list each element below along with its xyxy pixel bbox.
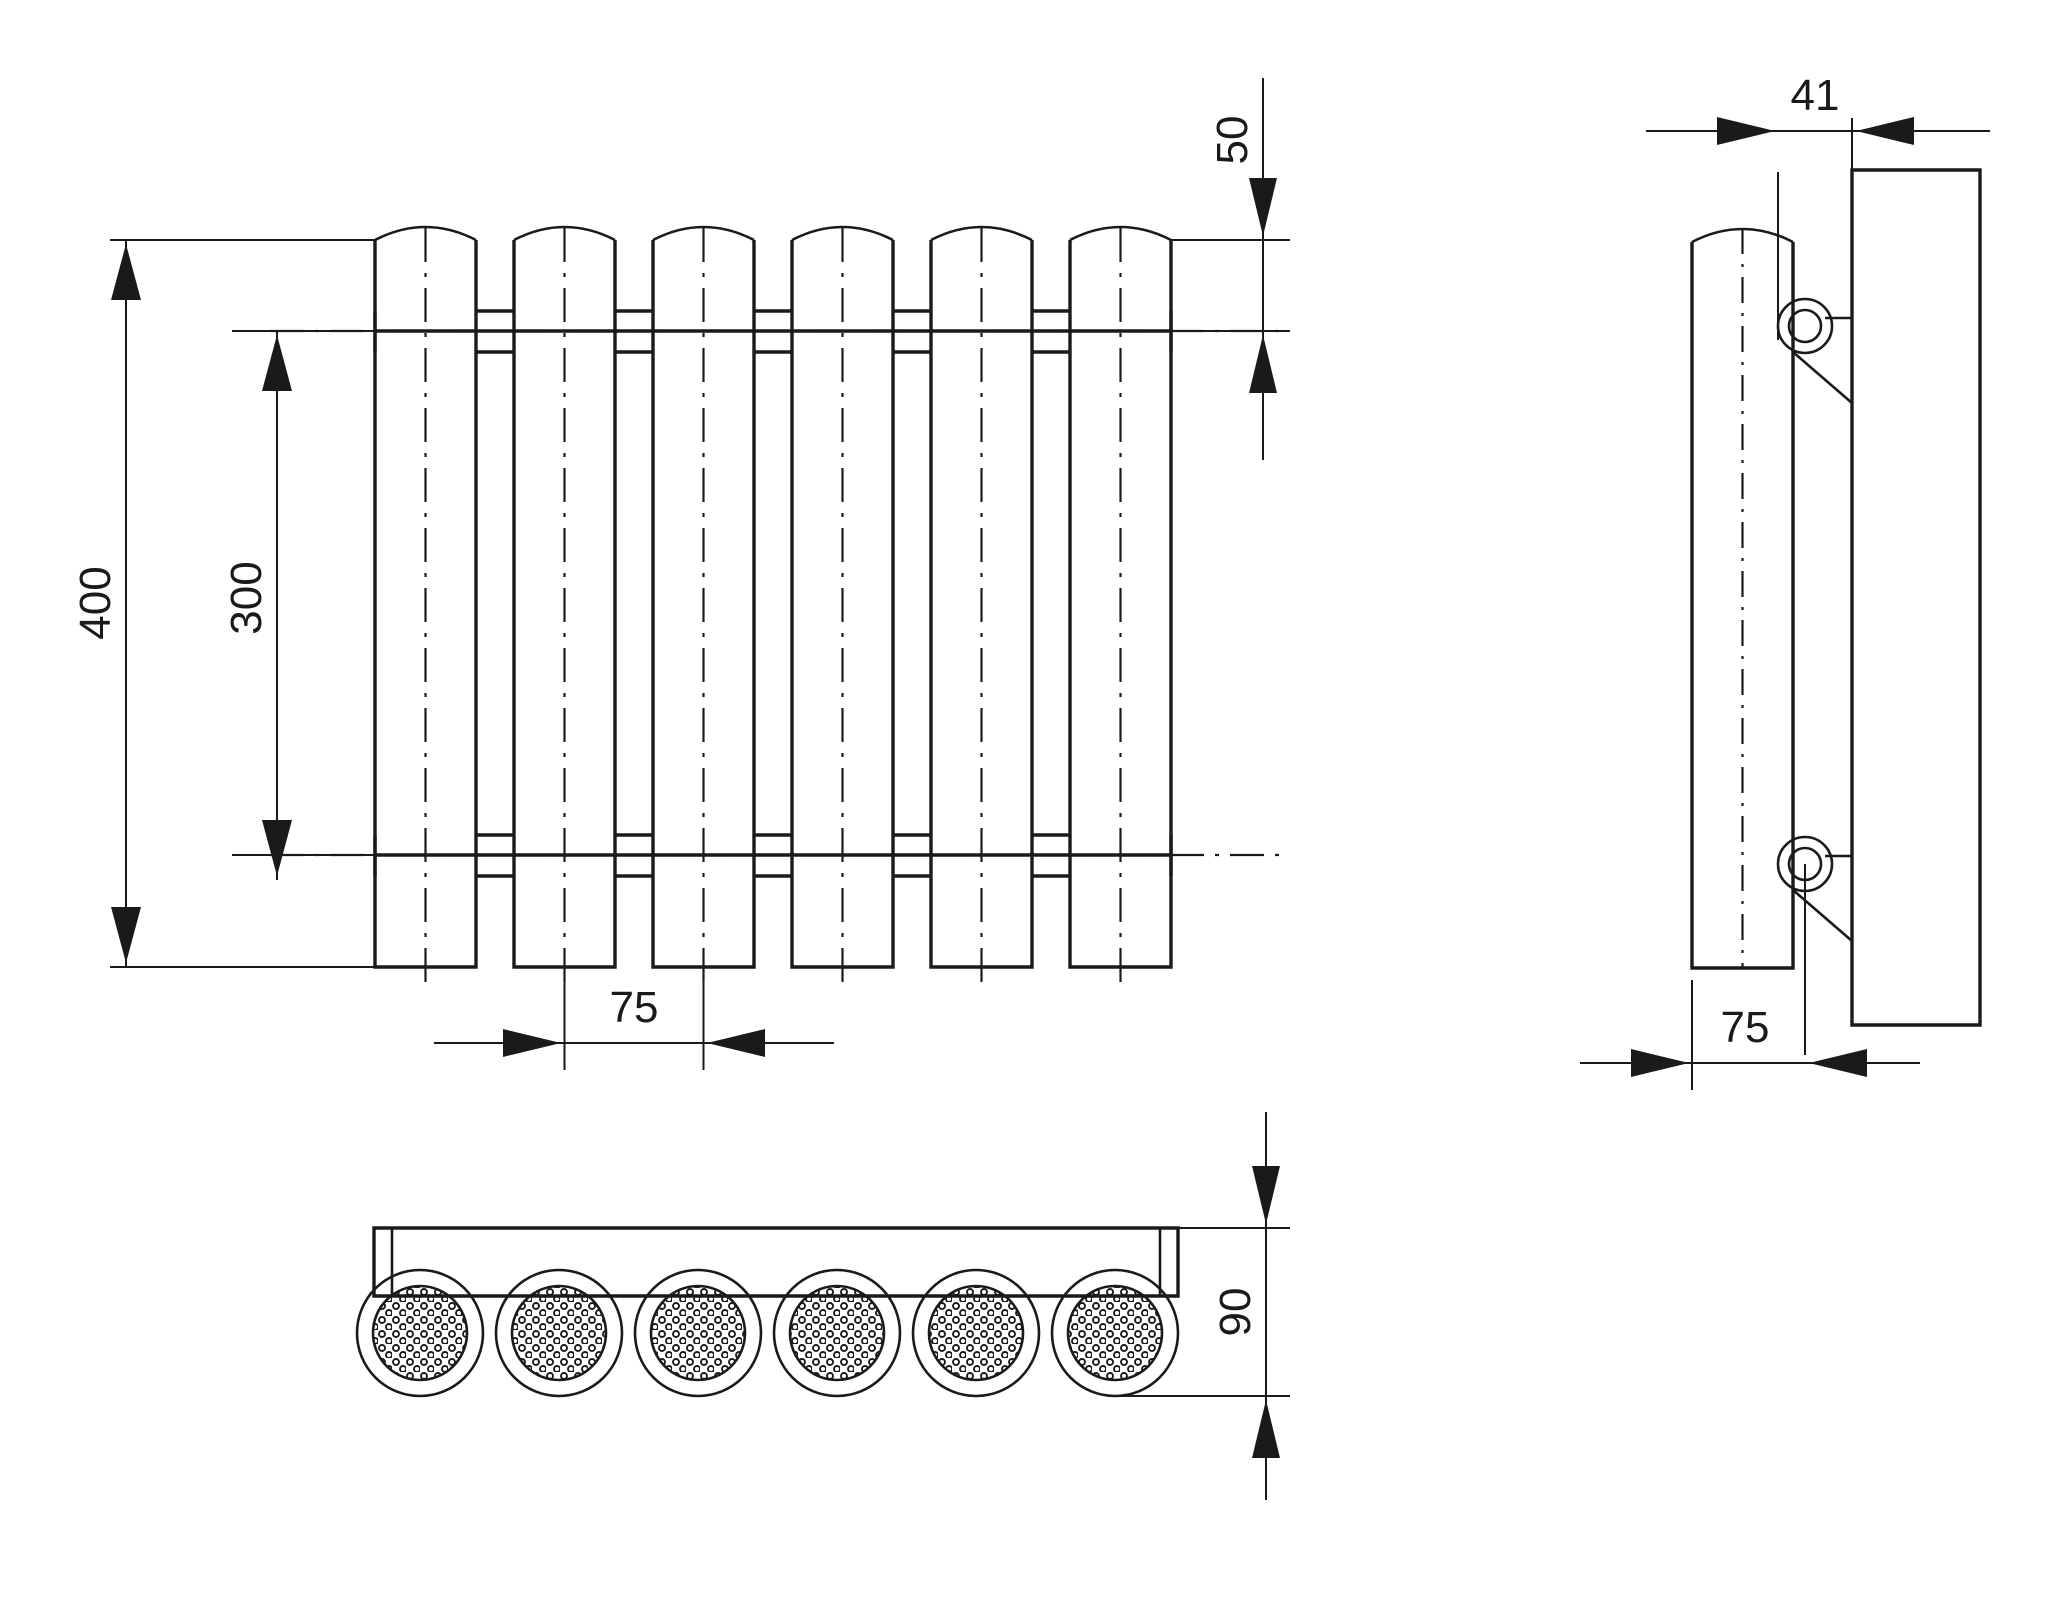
dimension-50-label: 50 xyxy=(1208,116,1257,165)
front-element-2 xyxy=(512,225,617,985)
dimension-75-pitch: 75 xyxy=(434,967,834,1070)
dimension-50-offset: 50 xyxy=(1171,78,1290,460)
plan-element-5 xyxy=(911,1268,1041,1398)
dimension-90-depth: 90 xyxy=(1110,1112,1290,1500)
dimension-41-label: 41 xyxy=(1791,71,1840,120)
plan-view xyxy=(355,1226,1180,1398)
plan-element-4 xyxy=(772,1268,902,1398)
dimension-75-side-label: 75 xyxy=(1721,1003,1770,1052)
front-upper-header xyxy=(270,309,1290,354)
front-lower-header xyxy=(270,833,1290,878)
side-lower-bracket xyxy=(1776,835,1853,1055)
front-element-5 xyxy=(929,225,1034,985)
side-wall-plate xyxy=(1850,168,1982,1027)
dimension-400-label: 400 xyxy=(71,566,120,639)
dimension-400-height: 400 xyxy=(71,239,375,968)
dimension-41-depth: 41 xyxy=(1646,71,1990,340)
plan-element-3 xyxy=(633,1268,763,1398)
dimension-75-label: 75 xyxy=(610,983,659,1032)
front-element-1 xyxy=(373,225,478,985)
plan-element-6 xyxy=(1050,1268,1180,1398)
front-element-3 xyxy=(651,225,756,985)
dimension-300-label: 300 xyxy=(222,561,271,634)
plan-element-1 xyxy=(355,1268,485,1398)
front-element-6 xyxy=(1068,225,1173,985)
dimension-300-height: 300 xyxy=(222,330,375,880)
plan-manifold-bar xyxy=(372,1226,1180,1298)
side-view xyxy=(1690,168,1982,1055)
dimension-90-label: 90 xyxy=(1211,1288,1260,1337)
front-view xyxy=(270,225,1290,985)
side-upper-bracket xyxy=(1776,297,1853,404)
plan-element-2 xyxy=(494,1268,624,1398)
dimension-75-side: 75 xyxy=(1580,980,1920,1090)
front-element-4 xyxy=(790,225,895,985)
side-element-profile xyxy=(1690,227,1795,970)
